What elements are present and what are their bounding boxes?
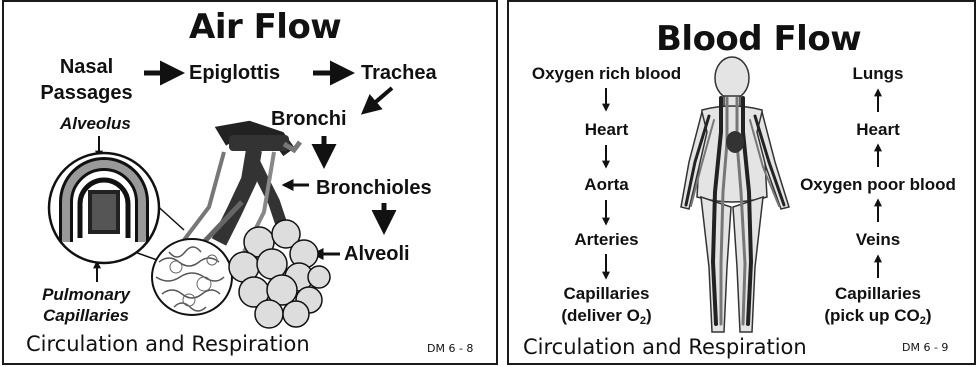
label-alveoli: Alveoli [344,243,410,266]
label-heart-right: Heart [788,120,968,140]
label-aorta: Aorta [519,175,694,195]
label-lungs: Lungs [788,64,968,84]
label-nasal-line1: Nasal [34,54,139,80]
label-oxygen-rich-blood: Oxygen rich blood [519,64,694,84]
label-oxygen-poor-blood: Oxygen poor blood [788,175,968,195]
label-deliver-o2: (deliver O2) [519,306,694,327]
label-nasal-line2: Passages [34,80,139,106]
label-capillaries-left: Capillaries [519,284,694,304]
label-veins: Veins [788,230,968,250]
label-pulmonary-capillaries: Pulmonary Capillaries [26,284,146,326]
pickup-prefix: (pick up CO [824,306,919,325]
label-bronchioles: Bronchioles [316,177,432,200]
label-alveolus: Alveolus [60,114,131,134]
blood-flow-footer: Circulation and Respiration [523,335,807,359]
blood-flow-panel: Blood Flow Oxygen rich blood Heart Aorta… [507,0,976,365]
label-capillaries-right: Capillaries [788,284,968,304]
label-pulmonary-line1: Pulmonary [26,284,146,305]
air-flow-title: Air Flow [189,7,341,47]
deliver-suffix: ) [646,306,652,325]
label-trachea: Trachea [361,62,437,85]
label-heart-left: Heart [519,120,694,140]
arrow-trachea-to-bronchi [364,88,392,112]
alveolus-detail-icon [49,153,184,266]
deliver-prefix: (deliver O [561,306,639,325]
label-epiglottis: Epiglottis [189,62,280,85]
label-nasal-passages: Nasal Passages [34,54,139,106]
label-arteries: Arteries [519,230,694,250]
air-flow-code: DM 6 - 8 [427,342,473,355]
airway-tree-icon [184,128,300,264]
blood-flow-code: DM 6 - 9 [902,341,948,354]
air-flow-footer: Circulation and Respiration [26,332,310,356]
alveoli-cluster-icon [229,220,330,328]
blood-flow-title: Blood Flow [656,19,861,59]
pickup-suffix: ) [926,306,932,325]
air-flow-panel: Air Flow Nasal Passages Epiglottis Trach… [2,0,498,365]
label-pick-up-co2: (pick up CO2) [788,306,968,327]
human-circulatory-figure-icon [681,57,789,332]
label-pulmonary-line2: Capillaries [26,305,146,326]
capillary-mesh-icon [152,239,232,315]
label-bronchi: Bronchi [271,108,347,131]
